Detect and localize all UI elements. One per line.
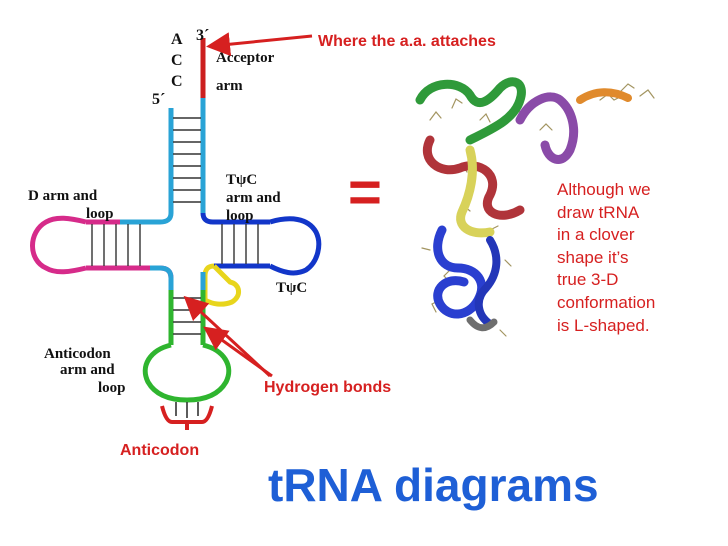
- 3d-yellow-ribbon: [456, 145, 495, 238]
- note-line: draw tRNA: [557, 202, 640, 222]
- d-arm-label-line1: D arm and: [28, 188, 98, 204]
- note-line: is L-shaped.: [557, 315, 650, 335]
- callouts: Where the a.a. attaches Hydrogen bonds A…: [120, 32, 496, 459]
- tpsic-label-line2: arm and: [226, 190, 281, 206]
- tpsic-label-line3: loop: [226, 208, 254, 224]
- hbonds-callout: Hydrogen bonds: [264, 379, 391, 396]
- anticodon-label-line3: loop: [98, 380, 126, 396]
- d-arm-base-pairs: [91, 224, 141, 266]
- tpsic-label-line1: TψC: [226, 172, 257, 188]
- 3d-green-ribbon: [415, 77, 526, 145]
- 3d-red-ribbon: [422, 135, 525, 220]
- note-line: conformation: [557, 292, 656, 312]
- anticodon-label-line2: arm and: [60, 362, 115, 378]
- hbond-arrow-2: [203, 326, 273, 378]
- junction-d-top: [120, 212, 174, 225]
- page-title: tRNA diagrams: [268, 459, 599, 511]
- cloverleaf-diagram: 3´ 5´ A C C Acceptor arm D arm and loop …: [28, 27, 322, 430]
- anticodon-loop: [142, 342, 232, 403]
- acceptor-label-line2: arm: [216, 78, 243, 94]
- three-prime-label: 3´: [196, 27, 209, 44]
- 3d-orange-ribbon: [576, 88, 632, 104]
- equals-sign: =: [348, 160, 382, 225]
- d-loop: [30, 215, 87, 275]
- 3d-blue-ribbon-2: [474, 236, 501, 328]
- note-line: shape it’s: [557, 247, 629, 267]
- base-c2-label: C: [171, 73, 183, 90]
- base-c1-label: C: [171, 52, 183, 69]
- variable-loop: [202, 263, 241, 307]
- base-a-label: A: [171, 31, 183, 48]
- anticodon-label-line1: Anticodon: [44, 346, 111, 362]
- note-line: Although we: [557, 180, 651, 199]
- l-shape-note: Although we draw tRNA in a clover shape …: [557, 179, 727, 337]
- 3d-gray-ribbon: [466, 316, 498, 332]
- junction-d-bottom: [150, 265, 174, 290]
- note-line: true 3-D: [557, 270, 619, 290]
- tpsic-arm-top: [200, 212, 270, 225]
- attach-callout: Where the a.a. attaches: [318, 33, 496, 50]
- acceptor-label-line1: Acceptor: [216, 50, 275, 66]
- anticodon-base-pairs: [173, 297, 201, 335]
- anticodon-bases: [175, 402, 199, 418]
- d-arm-label-line2: loop: [86, 206, 114, 222]
- acceptor-base-pairs: [173, 117, 201, 203]
- tpsic-base-pairs: [221, 224, 259, 264]
- tpsic-loop: [268, 216, 322, 276]
- attach-arrow: [206, 32, 313, 57]
- five-prime-label: 5´: [152, 91, 165, 108]
- anticodon-callout: Anticodon: [120, 442, 199, 459]
- tpsic-loop-label: TψC: [276, 280, 307, 296]
- 3d-purple-ribbon: [515, 92, 579, 164]
- note-line: in a clover: [557, 225, 635, 245]
- trna-3d-model: [415, 77, 655, 337]
